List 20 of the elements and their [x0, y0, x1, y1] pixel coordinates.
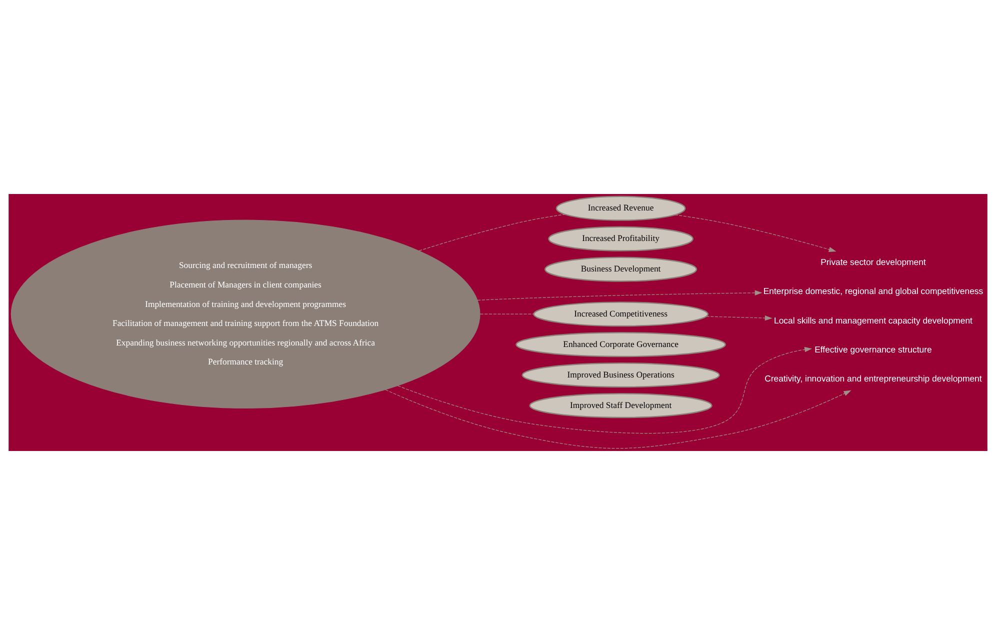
node-text: Private sector development — [820, 256, 926, 266]
node-text: Effective governance structure — [814, 344, 932, 354]
arrow — [706, 314, 772, 320]
node-ellipse: Enhanced Corporate Governance — [516, 332, 726, 357]
node-ellipse: Improved Staff Development — [529, 392, 712, 418]
node-ellipse: Increased Revenue — [556, 195, 686, 220]
arrow — [398, 346, 812, 434]
node-ellipse: Increased Competitiveness — [533, 301, 709, 326]
node-text: Local skills and management capacity development — [774, 314, 972, 325]
arrow — [674, 214, 836, 252]
connector — [480, 313, 534, 314]
node-ellipse: Sourcing and recruitment of managers Placement of Managers in client companies Implementation of training and development programmes Facilitation of management and training support from the ATMS Foundation Expanding business networking opportunities regionally and across Africa Performance tracking — [10, 219, 480, 408]
node-ellipse: Business Development — [544, 256, 698, 282]
connector — [418, 214, 566, 251]
node-ellipse: Increased Profitability — [548, 226, 694, 251]
arrow — [385, 388, 852, 448]
node-text: Enterprise domestic, regional and global competitiveness — [763, 286, 984, 296]
node-ellipse: Improved Business Operations — [522, 362, 720, 388]
arrow — [477, 290, 762, 300]
node-text: Creativity, innovation and entrepreneurship development — [764, 373, 982, 384]
